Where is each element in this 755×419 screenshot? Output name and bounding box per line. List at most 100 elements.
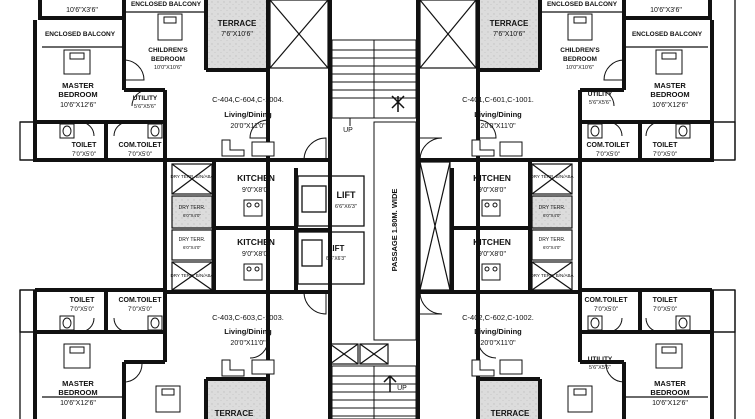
dry-terrace-3: DRY TERR. [539, 205, 566, 211]
childrens-bedroom-tr-1: CHILDREN'S [560, 47, 600, 54]
master-bedroom-tl-dim: 10'6"X12'6" [60, 102, 96, 109]
terrace-tr-dim: 7'6"X10'6" [493, 31, 525, 38]
kitchen-2-dim: 9'0"X8'0" [242, 251, 270, 258]
dry-terrace-4: DRY TERR. [539, 237, 566, 243]
dry-terrace-3-dim: 6'0"X4'0" [543, 213, 561, 218]
com-toilet-tl: COM.TOILET [118, 142, 162, 149]
enclosed-balcony-tl: ENCLOSED BALCONY [45, 31, 116, 38]
master-bedroom-tr-1: MASTER [654, 81, 686, 90]
furniture [59, 13, 691, 413]
dry-terrace-bal-4: DRY TERR. B/N/ABA [530, 273, 573, 278]
lift-1: LIFT [337, 190, 356, 200]
terrace-br-label: TERRACE [491, 409, 530, 418]
utility-br: UTILITY [588, 356, 613, 363]
staircase-bottom [331, 365, 417, 419]
toilet-tr-dim: 7'0"X5'0" [653, 152, 677, 158]
master-bedroom-br-dim: 10'6"X12'6" [652, 400, 688, 407]
kitchen-2: KITCHEN [237, 237, 275, 247]
toilet-tr: TOILET [653, 142, 678, 149]
utility-tl-dim: 5'6"X5'6" [134, 104, 156, 110]
dry-terrace-bal-3: DRY TERR. B/N/ABA [530, 174, 573, 179]
lift-shafts [297, 175, 365, 285]
stair-direction-arrow [391, 95, 405, 112]
dry-terrace-fill [530, 196, 572, 230]
unit-number-tl: C-404,C-604,C-1004. [212, 95, 284, 104]
childrens-bedroom-tl-2: BEDROOM [151, 56, 185, 63]
childrens-bedroom-tr-dim: 10'0"X10'6" [566, 65, 594, 71]
kitchen-4: KITCHEN [473, 237, 511, 247]
com-toilet-br: COM.TOILET [584, 297, 628, 304]
thin-walls [19, 0, 736, 419]
terrace-tl-label: TERRACE [218, 19, 257, 28]
toilet-br-dim: 7'0"X5'0" [653, 307, 677, 313]
master-bedroom-br-2: BEDROOM [650, 388, 689, 397]
dry-terrace-bal-1: DRY TERR. B/N/ABA [170, 174, 213, 179]
com-toilet-tr-dim: 7'0"X5'0" [596, 152, 620, 158]
dry-terrace-bal-2: DRY TERR. B/N/ABA [170, 273, 213, 278]
childrens-bedroom-tl-1: CHILDREN'S [148, 47, 188, 54]
utility-tr: UTILITY [588, 91, 613, 98]
dry-terrace-2: DRY TERR. [179, 237, 206, 243]
kitchen-4-dim: 9'0"X8'0" [478, 251, 506, 258]
lift-2-dim: 6'6"X6'3" [326, 256, 346, 262]
shafts [171, 0, 573, 365]
childrens-bedroom-tr-2: BEDROOM [563, 56, 597, 63]
enclosed-balcony-tr: ENCLOSED BALCONY [632, 31, 703, 38]
kitchen-3: KITCHEN [473, 173, 511, 183]
master-bedroom-br-1: MASTER [654, 379, 686, 388]
com-toilet-tr: COM.TOILET [586, 142, 630, 149]
enclosed-balcony-tr-top: ENCLOSED BALCONY [547, 1, 618, 8]
unit-number-bl: C-403,C-603,C-1003. [212, 313, 284, 322]
dry-terrace-1: DRY TERR. [179, 205, 206, 211]
toilet-tl: TOILET [72, 142, 97, 149]
living-dining-tr: Living/Dining [474, 110, 522, 119]
living-dining-tr-dim: 20'0"X11'0" [480, 123, 516, 130]
stair-up-top: UP [343, 127, 353, 134]
master-bedroom-tr-dim: 10'6"X12'6" [652, 102, 688, 109]
door-swings [79, 59, 661, 383]
top-dim-tl: 10'6"X3'6" [66, 7, 98, 14]
living-dining-tl-dim: 20'0"X11'0" [230, 123, 266, 130]
com-toilet-tl-dim: 7'0"X5'0" [128, 152, 152, 158]
master-bedroom-tr-2: BEDROOM [650, 90, 689, 99]
master-bedroom-tl-1: MASTER [62, 81, 94, 90]
dry-terrace-1-dim: 6'0"X4'0" [183, 213, 201, 218]
unit-number-tr: C-401,C-601,C-1001. [462, 95, 534, 104]
toilet-bl-dim: 7'0"X5'0" [70, 307, 94, 313]
living-dining-bl: Living/Dining [224, 327, 272, 336]
living-dining-bl-dim: 20'0"X11'0" [230, 340, 266, 347]
dry-terrace-4-dim: 6'0"X4'0" [543, 245, 561, 250]
passage-corridor [373, 121, 417, 341]
terrace-tr [478, 0, 540, 68]
terrace-tl-dim: 7'6"X10'6" [221, 31, 253, 38]
passage-label: PASSAGE 1.80M. WIDE [390, 189, 399, 272]
com-toilet-bl-dim: 7'0"X5'0" [128, 307, 152, 313]
com-toilet-br-dim: 7'0"X5'0" [594, 307, 618, 313]
com-toilet-bl: COM.TOILET [118, 297, 162, 304]
terrace-bl-label: TERRACE [215, 409, 254, 418]
terrace-bl [206, 379, 268, 419]
lift-2: LIFT [328, 244, 345, 253]
living-dining-br-dim: 20'0"X11'0" [480, 340, 516, 347]
kitchen-1: KITCHEN [237, 173, 275, 183]
kitchen-1-dim: 9'0"X8'0" [242, 187, 270, 194]
room-labels: 10'6"X3'6" ENCLOSED BALCONY ENCLOSED BAL… [45, 1, 703, 418]
utility-tr-dim: 5'6"X5'6" [589, 100, 611, 106]
lift-1-dim: 6'6"X6'3" [335, 204, 357, 210]
living-dining-br: Living/Dining [474, 327, 522, 336]
master-bedroom-bl-1: MASTER [62, 379, 94, 388]
utility-br-dim: 5'6"X5'6" [589, 365, 611, 371]
terrace-br [478, 379, 540, 419]
unit-number-br: C-402,C-602,C-1002. [462, 313, 534, 322]
top-dim-tr: 10'6"X3'6" [650, 7, 682, 14]
toilet-tl-dim: 7'0"X5'0" [72, 152, 96, 158]
childrens-bedroom-tl-dim: 10'0"X10'6" [154, 65, 182, 71]
stair-direction-arrow [383, 374, 397, 392]
walls [33, 0, 714, 419]
living-dining-tl: Living/Dining [224, 110, 272, 119]
kitchen-3-dim: 9'0"X8'0" [478, 187, 506, 194]
dry-terrace-fill [172, 196, 214, 230]
terrace-tl [206, 0, 268, 68]
enclosed-balcony-tl-top: ENCLOSED BALCONY [131, 1, 202, 8]
